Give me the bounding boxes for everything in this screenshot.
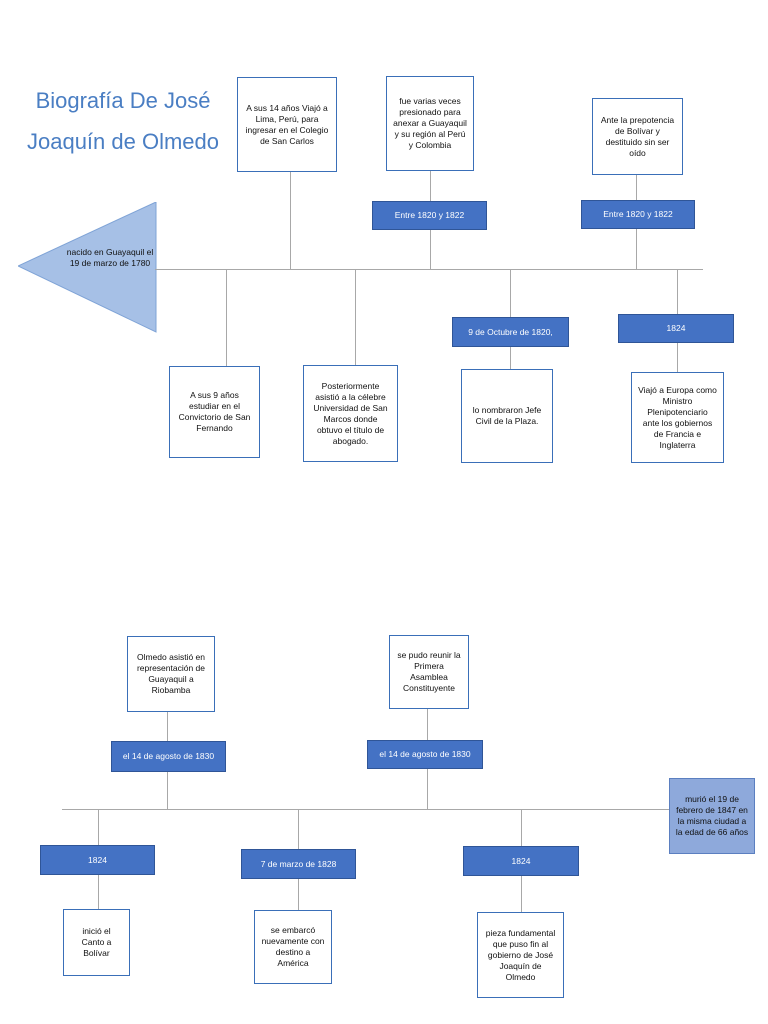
event-box: fue varias veces presionado para anexar … bbox=[386, 76, 474, 171]
timeline-2-axis bbox=[62, 809, 669, 810]
event-date: 1824 bbox=[463, 846, 579, 876]
connector bbox=[290, 172, 291, 269]
event-box: se pudo reunir la Primera Asamblea Const… bbox=[389, 635, 469, 709]
event-box: A sus 14 años Viajó a Lima, Perú, para i… bbox=[237, 77, 337, 172]
connector bbox=[167, 712, 168, 741]
event-box: Viajó a Europa como Ministro Plenipotenc… bbox=[631, 372, 724, 463]
event-box: Posteriormente asistió a la célebre Univ… bbox=[303, 365, 398, 462]
connector bbox=[98, 809, 99, 845]
connector bbox=[636, 229, 637, 269]
event-box: inició el Canto a Bolívar bbox=[63, 909, 130, 976]
connector bbox=[167, 772, 168, 809]
connector bbox=[636, 175, 637, 200]
event-date: el 14 de agosto de 1830 bbox=[367, 740, 483, 769]
event-box: lo nombraron Jefe Civil de la Plaza. bbox=[461, 369, 553, 463]
event-box: A sus 9 años estudiar en el Convictorio … bbox=[169, 366, 260, 458]
event-box: Ante la prepotencia de Bolívar y destitu… bbox=[592, 98, 683, 175]
connector bbox=[98, 875, 99, 909]
event-date: 9 de Octubre de 1820, bbox=[452, 317, 569, 347]
timeline-1-axis bbox=[155, 269, 703, 270]
event-date: 1824 bbox=[618, 314, 734, 343]
event-date: Entre 1820 y 1822 bbox=[372, 201, 487, 230]
event-date: 7 de marzo de 1828 bbox=[241, 849, 356, 879]
page-title: Biografía De José Joaquín de Olmedo bbox=[26, 88, 220, 154]
connector bbox=[427, 709, 428, 740]
event-box: se embarcó nuevamente con destino a Amér… bbox=[254, 910, 332, 984]
connector bbox=[298, 879, 299, 910]
connector bbox=[430, 171, 431, 201]
connector bbox=[427, 769, 428, 809]
birth-label: nacido en Guayaquil el 19 de marzo de 17… bbox=[66, 247, 154, 268]
connector bbox=[430, 230, 431, 269]
connector bbox=[677, 343, 678, 372]
connector bbox=[677, 269, 678, 314]
connector bbox=[298, 809, 299, 849]
connector bbox=[521, 876, 522, 912]
event-date: 1824 bbox=[40, 845, 155, 875]
connector bbox=[226, 269, 227, 366]
connector bbox=[510, 347, 511, 369]
connector bbox=[355, 269, 356, 365]
death-box: murió el 19 de febrero de 1847 en la mis… bbox=[669, 778, 755, 854]
birth-arrow-shape bbox=[18, 202, 157, 333]
connector bbox=[510, 269, 511, 317]
event-date: Entre 1820 y 1822 bbox=[581, 200, 695, 229]
connector bbox=[521, 809, 522, 846]
event-box: Olmedo asistió en representación de Guay… bbox=[127, 636, 215, 712]
event-box: pieza fundamental que puso fin al gobier… bbox=[477, 912, 564, 998]
event-date: el 14 de agosto de 1830 bbox=[111, 741, 226, 772]
